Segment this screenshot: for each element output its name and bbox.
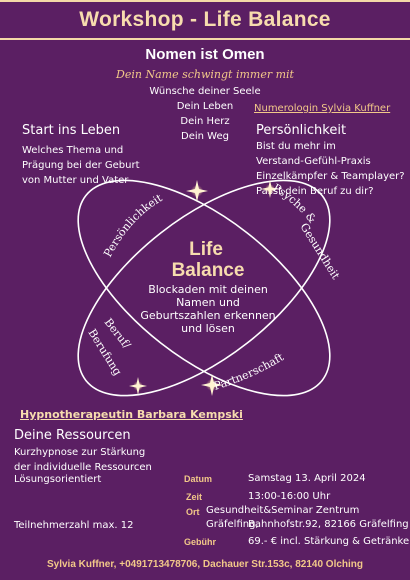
fee-value: 69.- € incl. Stärkung & Getränke — [248, 536, 410, 547]
start-line: von Mutter und Vater — [22, 175, 129, 186]
label-partnership: Partnerschaft — [212, 350, 286, 393]
place-line: Bahnhofstr.92, 82166 Gräfelfing — [248, 519, 409, 530]
wish-item: Dein Herz — [180, 116, 230, 127]
sparkle-icons — [129, 180, 279, 396]
tagline: Dein Name schwingt immer mit — [116, 68, 294, 81]
center-title-life: Life — [189, 239, 223, 260]
date-label: Datum — [184, 474, 213, 484]
personality-line: Einzelkämpfer & Teamplayer? — [256, 171, 405, 182]
place-label: Ort — [186, 507, 200, 517]
resources-line: Kurzhypnose zur Stärkung — [14, 447, 146, 458]
label-gesundheit: Gesundheit — [297, 221, 342, 282]
personality-line: Verstand-Gefühl-Praxis — [256, 156, 371, 167]
time-value: 13:00-16:00 Uhr — [248, 491, 331, 502]
personality-text: Bist du mehr im Verstand-Gefühl-Praxis E… — [256, 139, 405, 199]
wish-item: Dein Weg — [181, 131, 229, 142]
time-label: Zeit — [186, 492, 203, 502]
numerologin-name: Numerologin Sylvia Kuffner — [254, 103, 391, 114]
wishes-list: Wünsche deiner Seele Dein Leben Dein Her… — [0, 84, 410, 144]
wish-item: Wünsche deiner Seele — [149, 86, 261, 97]
start-heading: Start ins Leben — [22, 123, 121, 138]
start-line: Prägung bei der Geburt — [22, 160, 140, 171]
title-bar: Workshop - Life Balance — [0, 0, 410, 40]
center-line: Blockaden mit deinen — [148, 283, 268, 296]
wish-item: Dein Leben — [176, 101, 234, 112]
fee-label: Gebühr — [184, 537, 217, 547]
resources-extra: Lösungsorientiert — [14, 474, 102, 485]
resources-line: der individuelle Ressourcen — [14, 462, 152, 473]
date-value: Samstag 13. April 2024 — [248, 473, 366, 484]
place-line: Gesundheit&Seminar Zentrum Gräfelfing, — [206, 505, 360, 530]
personality-line: Passt dein Beruf zu dir? — [256, 186, 374, 197]
personality-line: Bist du mehr im — [256, 141, 336, 152]
label-psyche: Psyche & — [271, 181, 319, 226]
center-line: Geburtszahlen erkennen — [140, 309, 275, 322]
heading: Nomen ist Omen — [145, 46, 265, 63]
label-personality: Persönlichkeit — [101, 191, 165, 259]
personality-heading: Persönlichkeit — [256, 123, 347, 138]
center-line: Namen und — [176, 296, 240, 309]
footer-contact: Sylvia Kuffner, +0491713478706, Dachauer… — [46, 559, 364, 570]
start-text: Welches Thema und Prägung bei der Geburt… — [22, 143, 140, 188]
center-title-balance: Balance — [172, 260, 245, 281]
resources-heading: Deine Ressourcen — [14, 428, 131, 443]
resources-text: Kurzhypnose zur Stärkung der individuell… — [14, 445, 152, 475]
hypnotherapist-name: Hypnotherapeutin Barbara Kempski — [20, 408, 243, 421]
center-line: und lösen — [181, 322, 235, 335]
ellipse-shapes — [77, 179, 331, 397]
page-title: Workshop - Life Balance — [79, 8, 331, 31]
participants: Teilnehmerzahl max. 12 — [14, 520, 134, 531]
start-line: Welches Thema und — [22, 145, 124, 156]
